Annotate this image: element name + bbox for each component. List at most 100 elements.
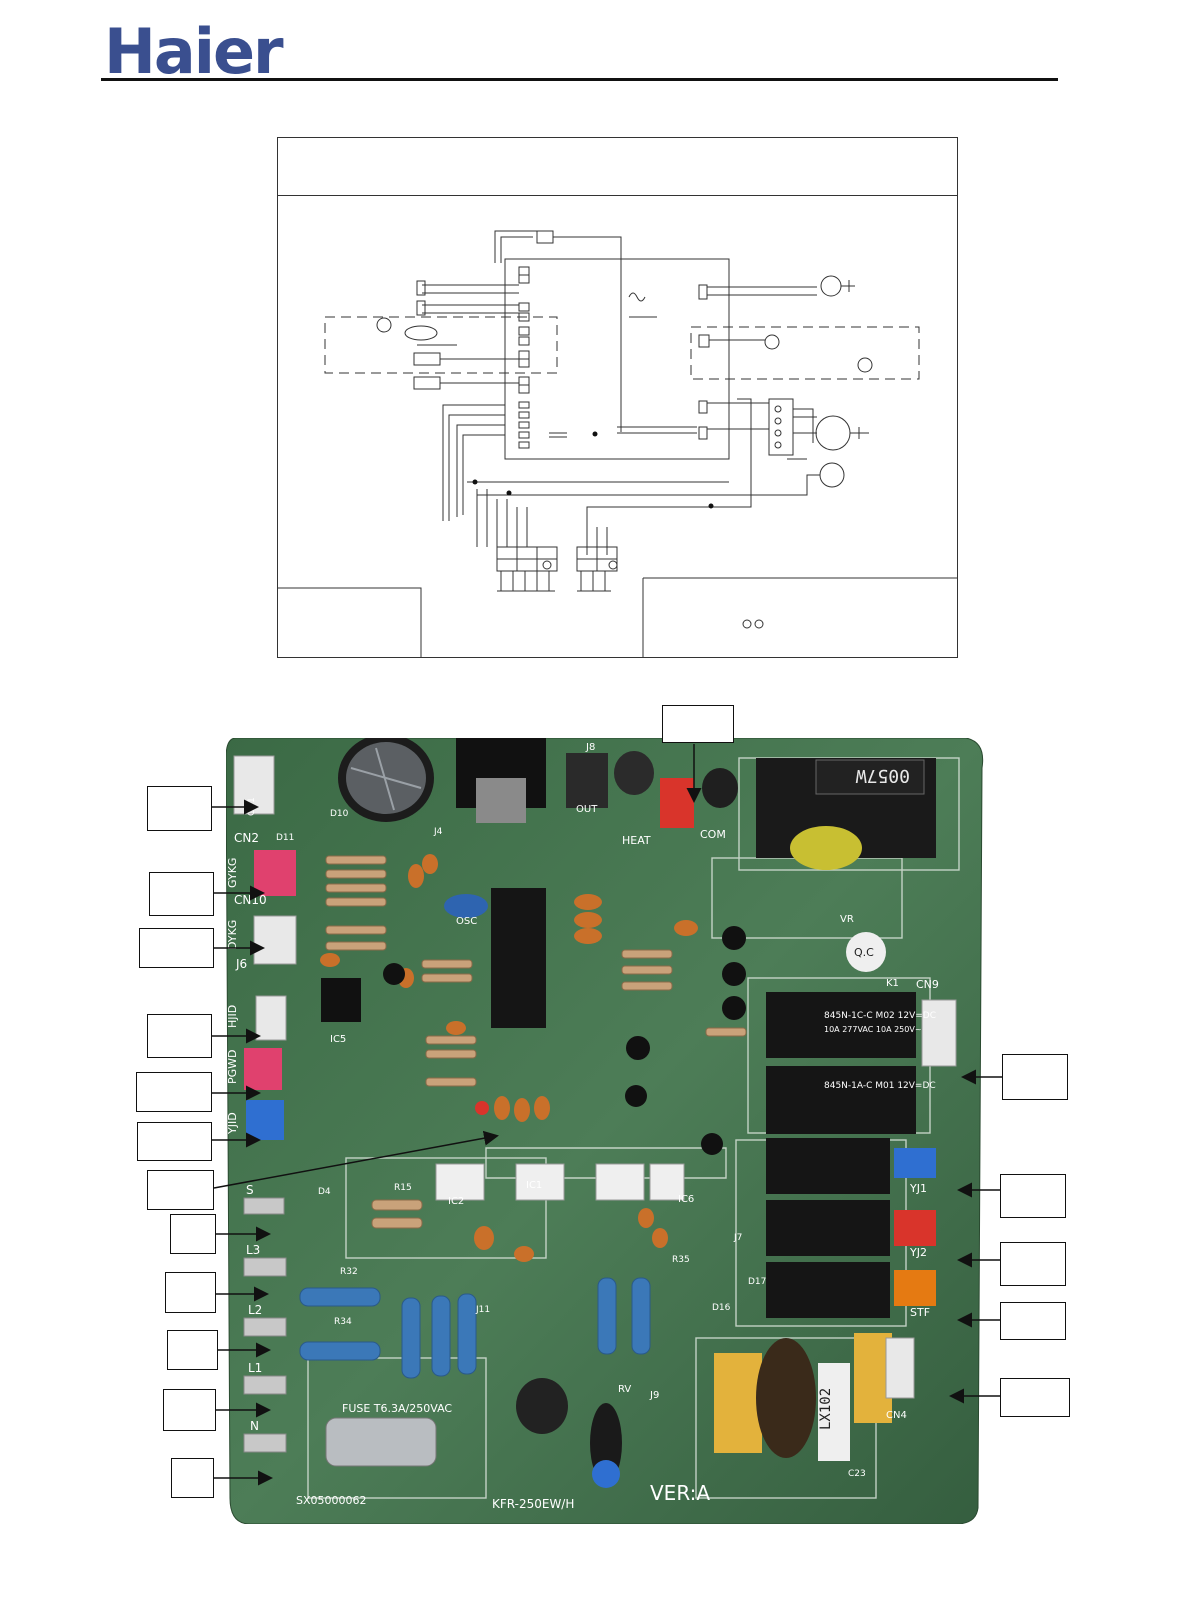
callout-box-top [662,705,734,743]
connector-com [660,778,694,828]
silk-ic5: IC5 [330,1034,346,1045]
silk-relay-rating: 10A 277VAC 10A 250V~ [824,1025,922,1034]
silk-ic6: IC6 [678,1194,694,1205]
brand-logo: Haier [104,15,284,88]
silk-s: S [246,1183,254,1197]
silk-vr: VR [840,914,854,925]
silk-gykg: GYKG [226,858,239,888]
connector-cn10 [253,915,297,965]
callout-box-l2 [167,1330,218,1370]
silk-l1: L1 [248,1361,262,1375]
silk-yj1: YJ1 [909,1182,927,1195]
connector-stf [894,1270,936,1306]
silk-r32: R32 [340,1267,358,1277]
silk-yj2: YJ2 [909,1246,927,1259]
connector-cn9 [921,999,957,1067]
silk-part-no: SX05000062 [296,1494,367,1507]
silk-n: N [250,1419,259,1433]
callout-box-hjid [147,1014,212,1058]
silk-ic1: IC1 [526,1180,542,1191]
silk-l3: L3 [246,1243,260,1257]
silk-j8: J8 [585,742,595,753]
callout-box-yjid [137,1122,212,1161]
osc-crystal [444,894,488,918]
silk-cn4: CN4 [886,1410,907,1421]
capacitor-com [702,768,738,808]
wiring-diagram-frame [277,137,958,658]
heatsink [456,738,546,823]
pcb-board: CN2 CN10 J6 S L3 L2 L1 N FUSE T6.3A/250V… [226,738,984,1524]
silk-hjid: HJID [226,1005,239,1028]
callout-box-yj1 [1000,1174,1066,1218]
main-electrolytic-capacitor [338,738,434,822]
silk-com: COM [700,828,726,841]
silk-yjid: YJID [226,1112,239,1135]
capacitor-j8 [614,751,654,795]
fuse [325,1417,437,1467]
wiring-diagram [277,230,958,658]
silk-fuse: FUSE T6.3A/250VAC [342,1402,452,1415]
relay-yj1 [766,1138,890,1194]
relay-k1 [766,992,916,1058]
callout-box-cn10 [139,928,214,968]
callout-box-pgwd [136,1072,212,1112]
silk-qc: Q.C [854,946,874,959]
silk-transformer: 0057W [856,765,910,786]
connector-cn2 [254,850,296,896]
callout-box-cn4 [1000,1378,1070,1417]
relay-yj2 [766,1200,890,1256]
silk-r34: R34 [334,1317,352,1327]
silk-heat: HEAT [622,834,651,847]
silk-k1: K1 [886,978,899,989]
silk-j11: J11 [475,1305,490,1315]
ic5-chip [321,978,361,1022]
relay-stf [766,1262,890,1318]
silk-stf: STF [910,1306,930,1319]
connector-yj1 [894,1148,936,1178]
silk-j9: J9 [649,1390,659,1401]
silk-relay1: 845N-1C-C M02 12V=DC [824,1011,936,1021]
power-resistors [299,1277,651,1379]
regulator [566,753,608,808]
callout-box-yj2 [1000,1242,1066,1286]
silk-r35: R35 [672,1255,690,1265]
silk-pgwd: PGWD [226,1049,239,1084]
controller-box [504,258,730,460]
callout-box-n [171,1458,214,1498]
connector-pgwd [244,1048,282,1090]
silk-d4: D4 [318,1187,331,1197]
silk-j4: J4 [433,827,443,837]
header-rule [101,78,1058,81]
connector-yjid [246,1100,284,1140]
silk-d11: D11 [276,833,294,843]
status-led [475,1101,489,1115]
silk-model: KFR-250EW/H [492,1497,574,1511]
fan-motor-symbol [819,462,845,488]
silk-cn2: CN2 [234,831,259,845]
silk-dykg: DYKG [226,920,239,950]
wiring-diagram-title [278,138,957,196]
lx102-label-block [818,1363,850,1461]
silk-l2: L2 [248,1303,262,1317]
transformer [756,758,936,870]
silk-rv: RV [618,1384,631,1395]
silk-ic2: IC2 [448,1196,464,1207]
callout-box-cn1 [147,786,212,831]
silk-cn9: CN9 [916,978,939,991]
silk-c23: C23 [848,1469,866,1479]
qc-sticker [846,932,886,972]
silk-out: OUT [576,804,598,815]
relay-k2 [766,1066,916,1134]
silk-d16: D16 [712,1303,731,1313]
silk-lx102: LX102 [818,1388,834,1430]
silk-relay2: 845N-1A-C M01 12V=DC [824,1081,936,1091]
callout-box-l1 [163,1389,216,1431]
capacitor-e8 [516,1378,568,1434]
silk-version: VER:A [650,1481,710,1505]
connector-hjid [255,995,287,1041]
microcontroller [491,888,546,1028]
callout-box-cn2 [149,872,214,916]
common-mode-choke [756,1338,816,1458]
silk-d10: D10 [330,809,349,819]
callout-box-s [170,1214,216,1254]
